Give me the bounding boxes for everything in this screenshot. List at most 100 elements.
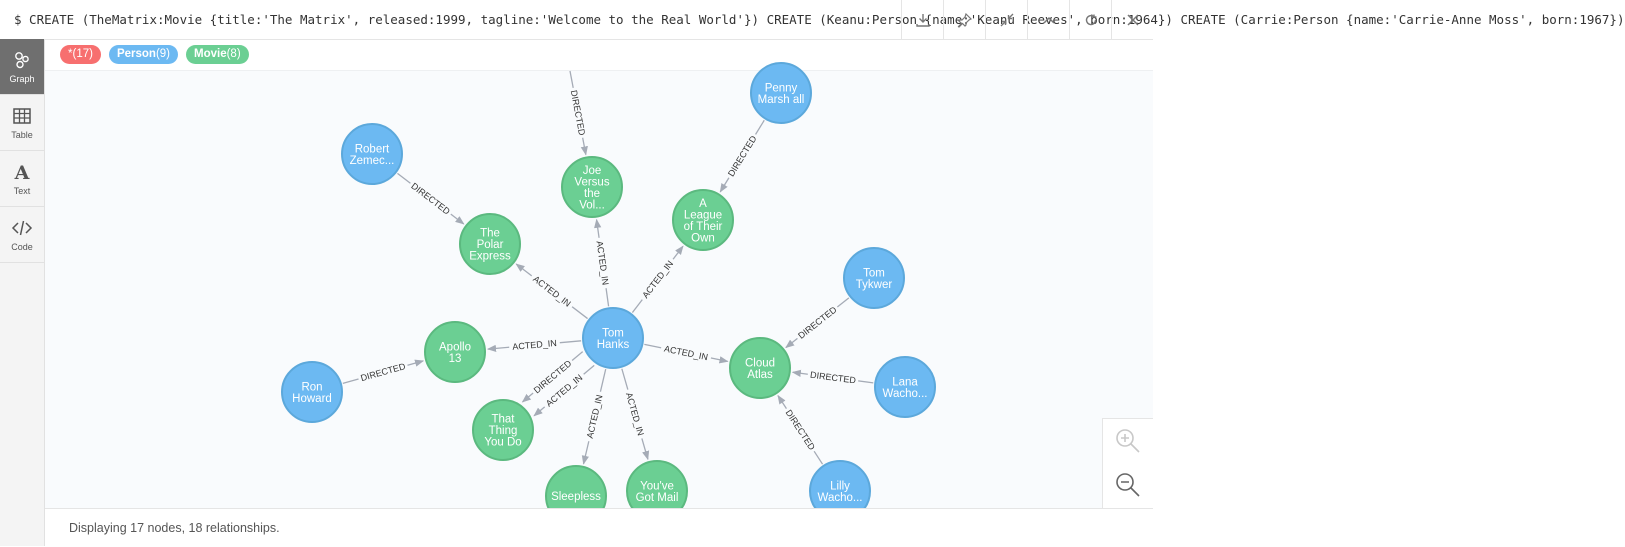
relationship-label-bg	[723, 131, 761, 181]
node-circle[interactable]	[843, 247, 905, 309]
node-circle[interactable]	[750, 62, 812, 124]
node-circle[interactable]	[582, 307, 644, 369]
sidebar-item-label: Text	[13, 185, 31, 196]
relationship-directed[interactable]: DIRECTED	[397, 172, 465, 225]
relationship-label-bg	[781, 405, 820, 455]
zoom-out-button[interactable]	[1103, 463, 1153, 507]
node-circle[interactable]	[424, 321, 486, 383]
relationship-label: DIRECTED	[569, 89, 587, 137]
relationship-label: ACTED_IN	[624, 391, 646, 437]
legend-label: *	[68, 48, 73, 60]
rerun-button[interactable]	[1069, 0, 1111, 39]
relationship-acted-in[interactable]: ACTED_IN	[486, 336, 582, 354]
relationship-label-bg	[582, 390, 607, 443]
relationship-label-bg	[807, 368, 859, 387]
query-text[interactable]: $ CREATE (TheMatrix:Movie {title:'The Ma…	[14, 12, 1625, 27]
relationship-directed[interactable]: DIRECTED	[785, 297, 850, 349]
close-icon	[1126, 13, 1139, 26]
relationship-label-bg	[529, 355, 576, 398]
relationship-directed[interactable]: DIRECTED	[342, 359, 425, 385]
node-caption: League	[684, 209, 722, 221]
node-caption: Wacho...	[818, 492, 863, 504]
node-caption: the	[584, 188, 600, 200]
relationship-acted-in[interactable]: ACTED_IN	[515, 263, 588, 320]
node-caption: Tom	[863, 267, 885, 279]
node-caption: Thing	[489, 425, 518, 437]
relationship-acted-in[interactable]: ACTED_IN	[581, 369, 607, 465]
node-circle[interactable]	[729, 337, 791, 399]
relationship-label: DIRECTED	[409, 181, 452, 217]
sidebar-item-table[interactable]: Table	[0, 95, 44, 151]
relationship-directed[interactable]: DIRECTED	[719, 119, 765, 193]
relationship-acted-in[interactable]: ACTED_IN	[644, 341, 729, 364]
zoom-in-button[interactable]	[1103, 419, 1153, 463]
sidebar-item-code[interactable]: Code	[0, 207, 44, 263]
sidebar-item-graph[interactable]: Graph	[0, 39, 44, 95]
relationship-label-bg	[793, 302, 842, 344]
relationship-acted-in[interactable]: ACTED_IN	[593, 218, 613, 307]
collapse-button[interactable]	[985, 0, 1027, 39]
node-circle[interactable]	[672, 189, 734, 251]
download-button[interactable]	[901, 0, 943, 39]
node-circle[interactable]	[472, 399, 534, 461]
legend-chip-movie[interactable]: Movie(8)	[186, 45, 249, 64]
scroll-up-button[interactable]	[1027, 0, 1069, 39]
node-circle[interactable]	[459, 213, 521, 275]
code-icon	[11, 220, 33, 235]
node-person-lana[interactable]: LanaWacho...	[874, 356, 936, 418]
status-footer: Displaying 17 nodes, 18 relationships.	[45, 508, 1153, 547]
node-person-robert[interactable]: RobertZemec...	[341, 123, 403, 185]
relationship-acted-in[interactable]: ACTED_IN	[621, 368, 650, 461]
frame-toolbar	[901, 0, 1153, 39]
relationship-label: DIRECTED	[726, 133, 759, 178]
relationship-directed[interactable]: DIRECTED	[791, 368, 874, 387]
legend-chip-person[interactable]: Person(9)	[108, 45, 178, 64]
node-circle[interactable]	[561, 156, 623, 218]
node-caption: Versus	[574, 176, 609, 188]
legend-chip-all[interactable]: *(17)	[60, 45, 101, 64]
relationship-label-bg	[528, 271, 576, 312]
node-caption: You've	[640, 480, 674, 492]
sidebar-item-text[interactable]: A Text	[0, 151, 44, 207]
chevron-up-icon	[1042, 16, 1055, 24]
graph-icon	[15, 51, 29, 68]
node-movie-joe[interactable]: JoeVersustheVol...	[561, 156, 623, 218]
query-bar: $ CREATE (TheMatrix:Movie {title:'The Ma…	[0, 0, 1625, 40]
node-caption: Lilly	[830, 480, 850, 492]
relationship-label: ACTED_IN	[640, 259, 675, 300]
relationship-acted-in[interactable]: ACTED_IN	[631, 245, 684, 313]
legend-count: (17)	[72, 48, 93, 60]
node-caption: of Their	[684, 221, 723, 233]
node-circle[interactable]	[341, 123, 403, 185]
node-caption: Hanks	[597, 339, 630, 351]
pin-button[interactable]	[943, 0, 985, 39]
download-icon	[915, 13, 930, 27]
refresh-icon	[1085, 14, 1096, 25]
relationship-label-bg	[356, 359, 410, 385]
relationship-directed[interactable]: DIRECTED	[567, 70, 589, 156]
node-circle[interactable]	[281, 361, 343, 423]
relationship-label: ACTED_IN	[585, 394, 605, 440]
svg-text:A: A	[14, 162, 30, 184]
relationship-label-bg	[622, 387, 648, 441]
node-caption: 13	[449, 353, 462, 365]
node-circle[interactable]	[874, 356, 936, 418]
node-caption: A	[699, 198, 707, 210]
node-person-lilly[interactable]: LillyWacho...	[809, 460, 871, 522]
relationship-label: ACTED_IN	[512, 338, 557, 352]
relationship-label: DIRECTED	[784, 408, 818, 452]
close-button[interactable]	[1111, 0, 1153, 39]
relationship-directed[interactable]: DIRECTED	[777, 394, 824, 465]
